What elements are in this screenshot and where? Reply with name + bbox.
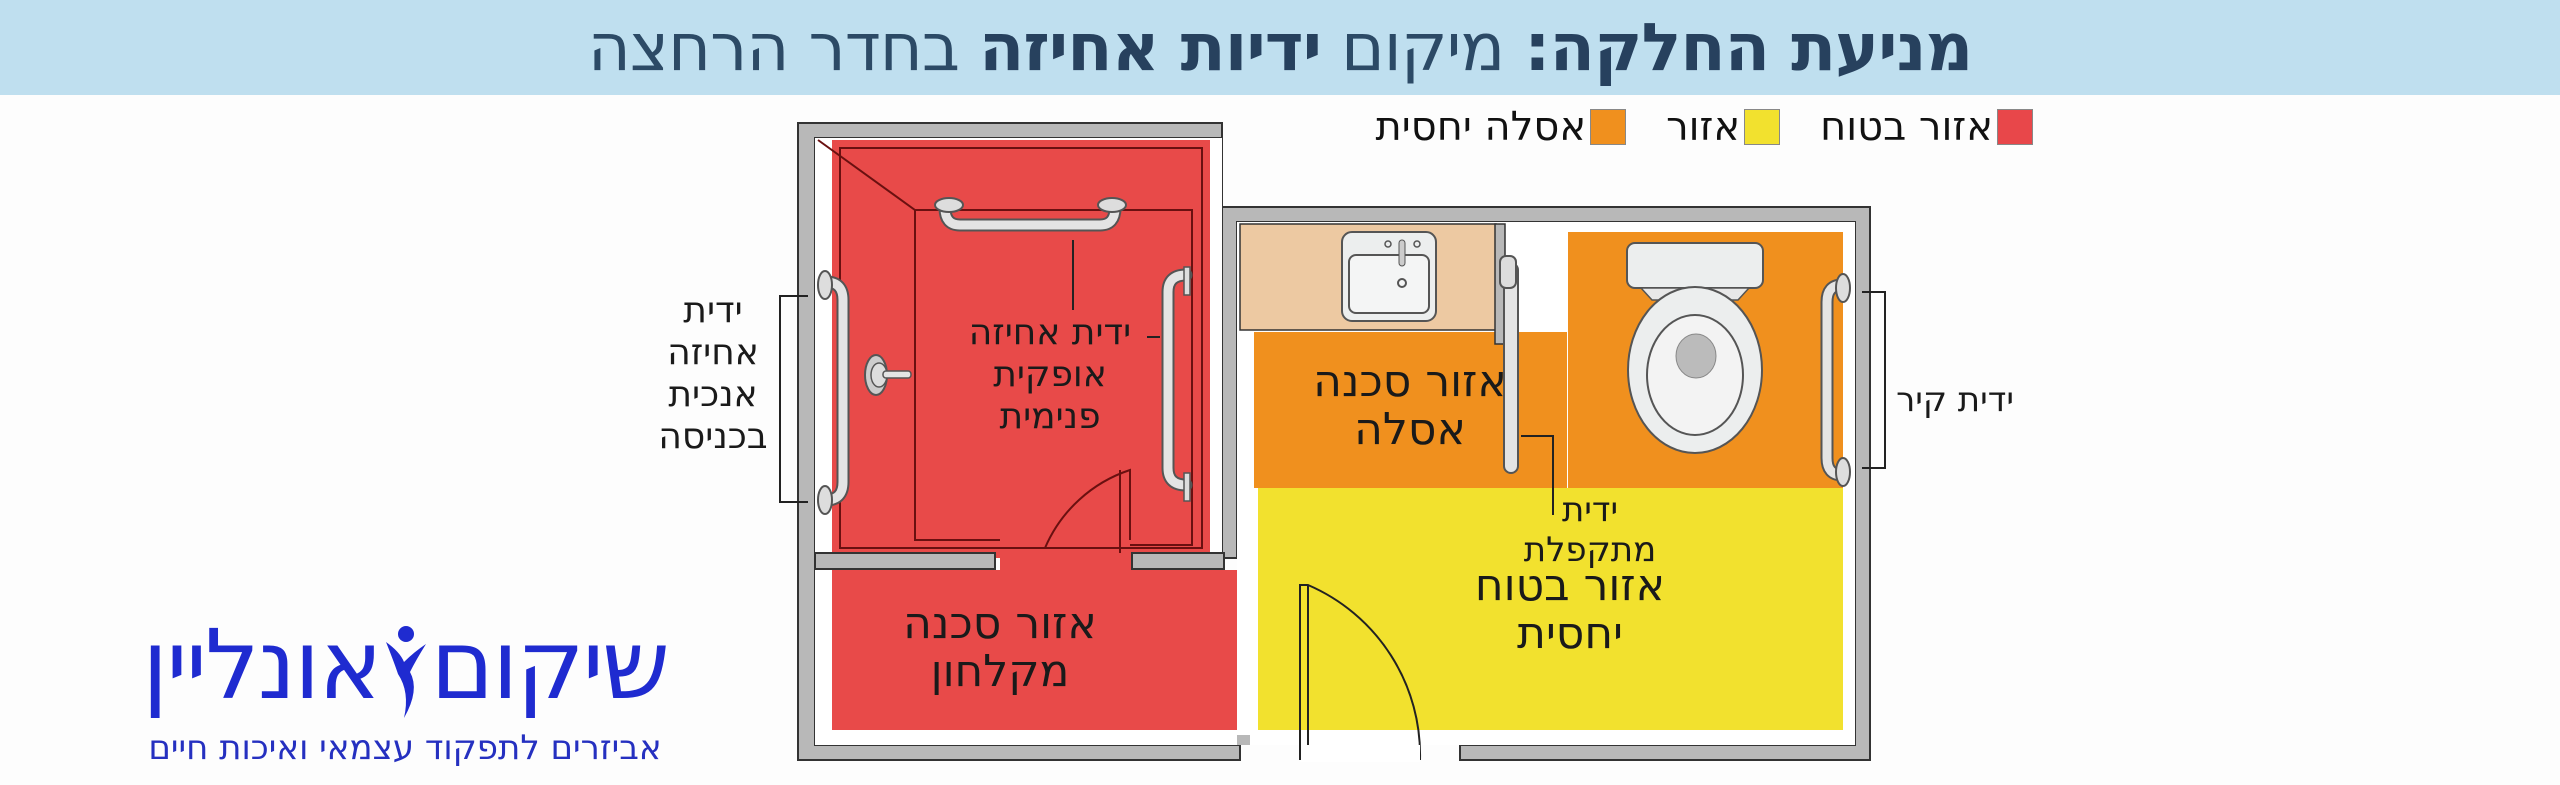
grab-bar-vertical-left-icon	[817, 270, 850, 515]
toilet-room	[1237, 222, 1855, 762]
shower-door-swing	[1044, 468, 1131, 549]
wall-grab-bar-icon	[1820, 273, 1851, 487]
logo-name-left: אונליין	[142, 609, 382, 721]
folding-bar-label: ידית מתקפלת	[1523, 490, 1657, 570]
sink-icon	[1341, 231, 1437, 322]
title-part-1: מניעת החלקה:	[1524, 9, 1973, 86]
title-part-2: מיקום	[1321, 9, 1525, 86]
shower-danger-zone-bottom	[832, 570, 1240, 730]
legend: אזור בטוח אזור אסלה יחסית	[1338, 104, 2035, 150]
legend-label: אזור בטוח	[1820, 104, 1993, 150]
title-part-3: ידיות אחיזה	[979, 9, 1322, 86]
legend-item-yellow: אזור	[1666, 104, 1782, 150]
shower-valve-icon	[864, 354, 912, 396]
toilet-icon	[1626, 242, 1764, 454]
leader-lines	[779, 240, 1886, 515]
horizontal-inner-bar-label: ידית אחיזה אופקית פנימית	[968, 312, 1132, 437]
legend-item-orange: אסלה יחסית	[1376, 104, 1629, 150]
grab-bar-horizontal-icon	[934, 197, 1127, 232]
shower-danger-zone-label: אזור סכנה מקלחון	[903, 598, 1097, 697]
legend-swatch-yellow	[1744, 109, 1781, 145]
entry-door-swing	[1299, 584, 1422, 761]
wall-bar-label: ידית קיר	[1896, 380, 2014, 420]
legend-swatch-orange	[1590, 109, 1627, 145]
brand-logo: שיקום אונליין אביזרים לתפקוד עצמאי ואיכות…	[110, 610, 700, 768]
logo-wordmark: שיקום אונליין	[110, 610, 700, 722]
grab-bar-vertical-right-shower-icon	[1161, 266, 1193, 502]
title-banner	[0, 0, 2560, 95]
title-part-4: בחדר הרחצה	[587, 9, 980, 86]
toilet-danger-zone-label: אזור סכנה אסלה	[1313, 356, 1507, 455]
person-figure-icon	[380, 622, 430, 722]
logo-tagline: אביזרים לתפקוד עצמאי ואיכות חיים	[148, 727, 662, 768]
vertical-entry-bar-label: ידית אחיזה אנכית בכניסה	[658, 290, 768, 457]
logo-name-right: שיקום	[430, 609, 669, 721]
page-title: מניעת החלקה: מיקום ידיות אחיזה בחדר הרחצ…	[0, 6, 2560, 90]
folding-bar-icon	[1499, 255, 1519, 474]
legend-label: אזור	[1666, 104, 1741, 150]
legend-label: אסלה יחסית	[1375, 104, 1587, 150]
legend-item-red: אזור בטוח	[1820, 104, 2035, 150]
relatively-safe-zone-label: אזור בטוח יחסית	[1474, 560, 1666, 659]
legend-swatch-red	[1997, 109, 2033, 145]
relatively-safe-zone	[1258, 488, 1843, 730]
